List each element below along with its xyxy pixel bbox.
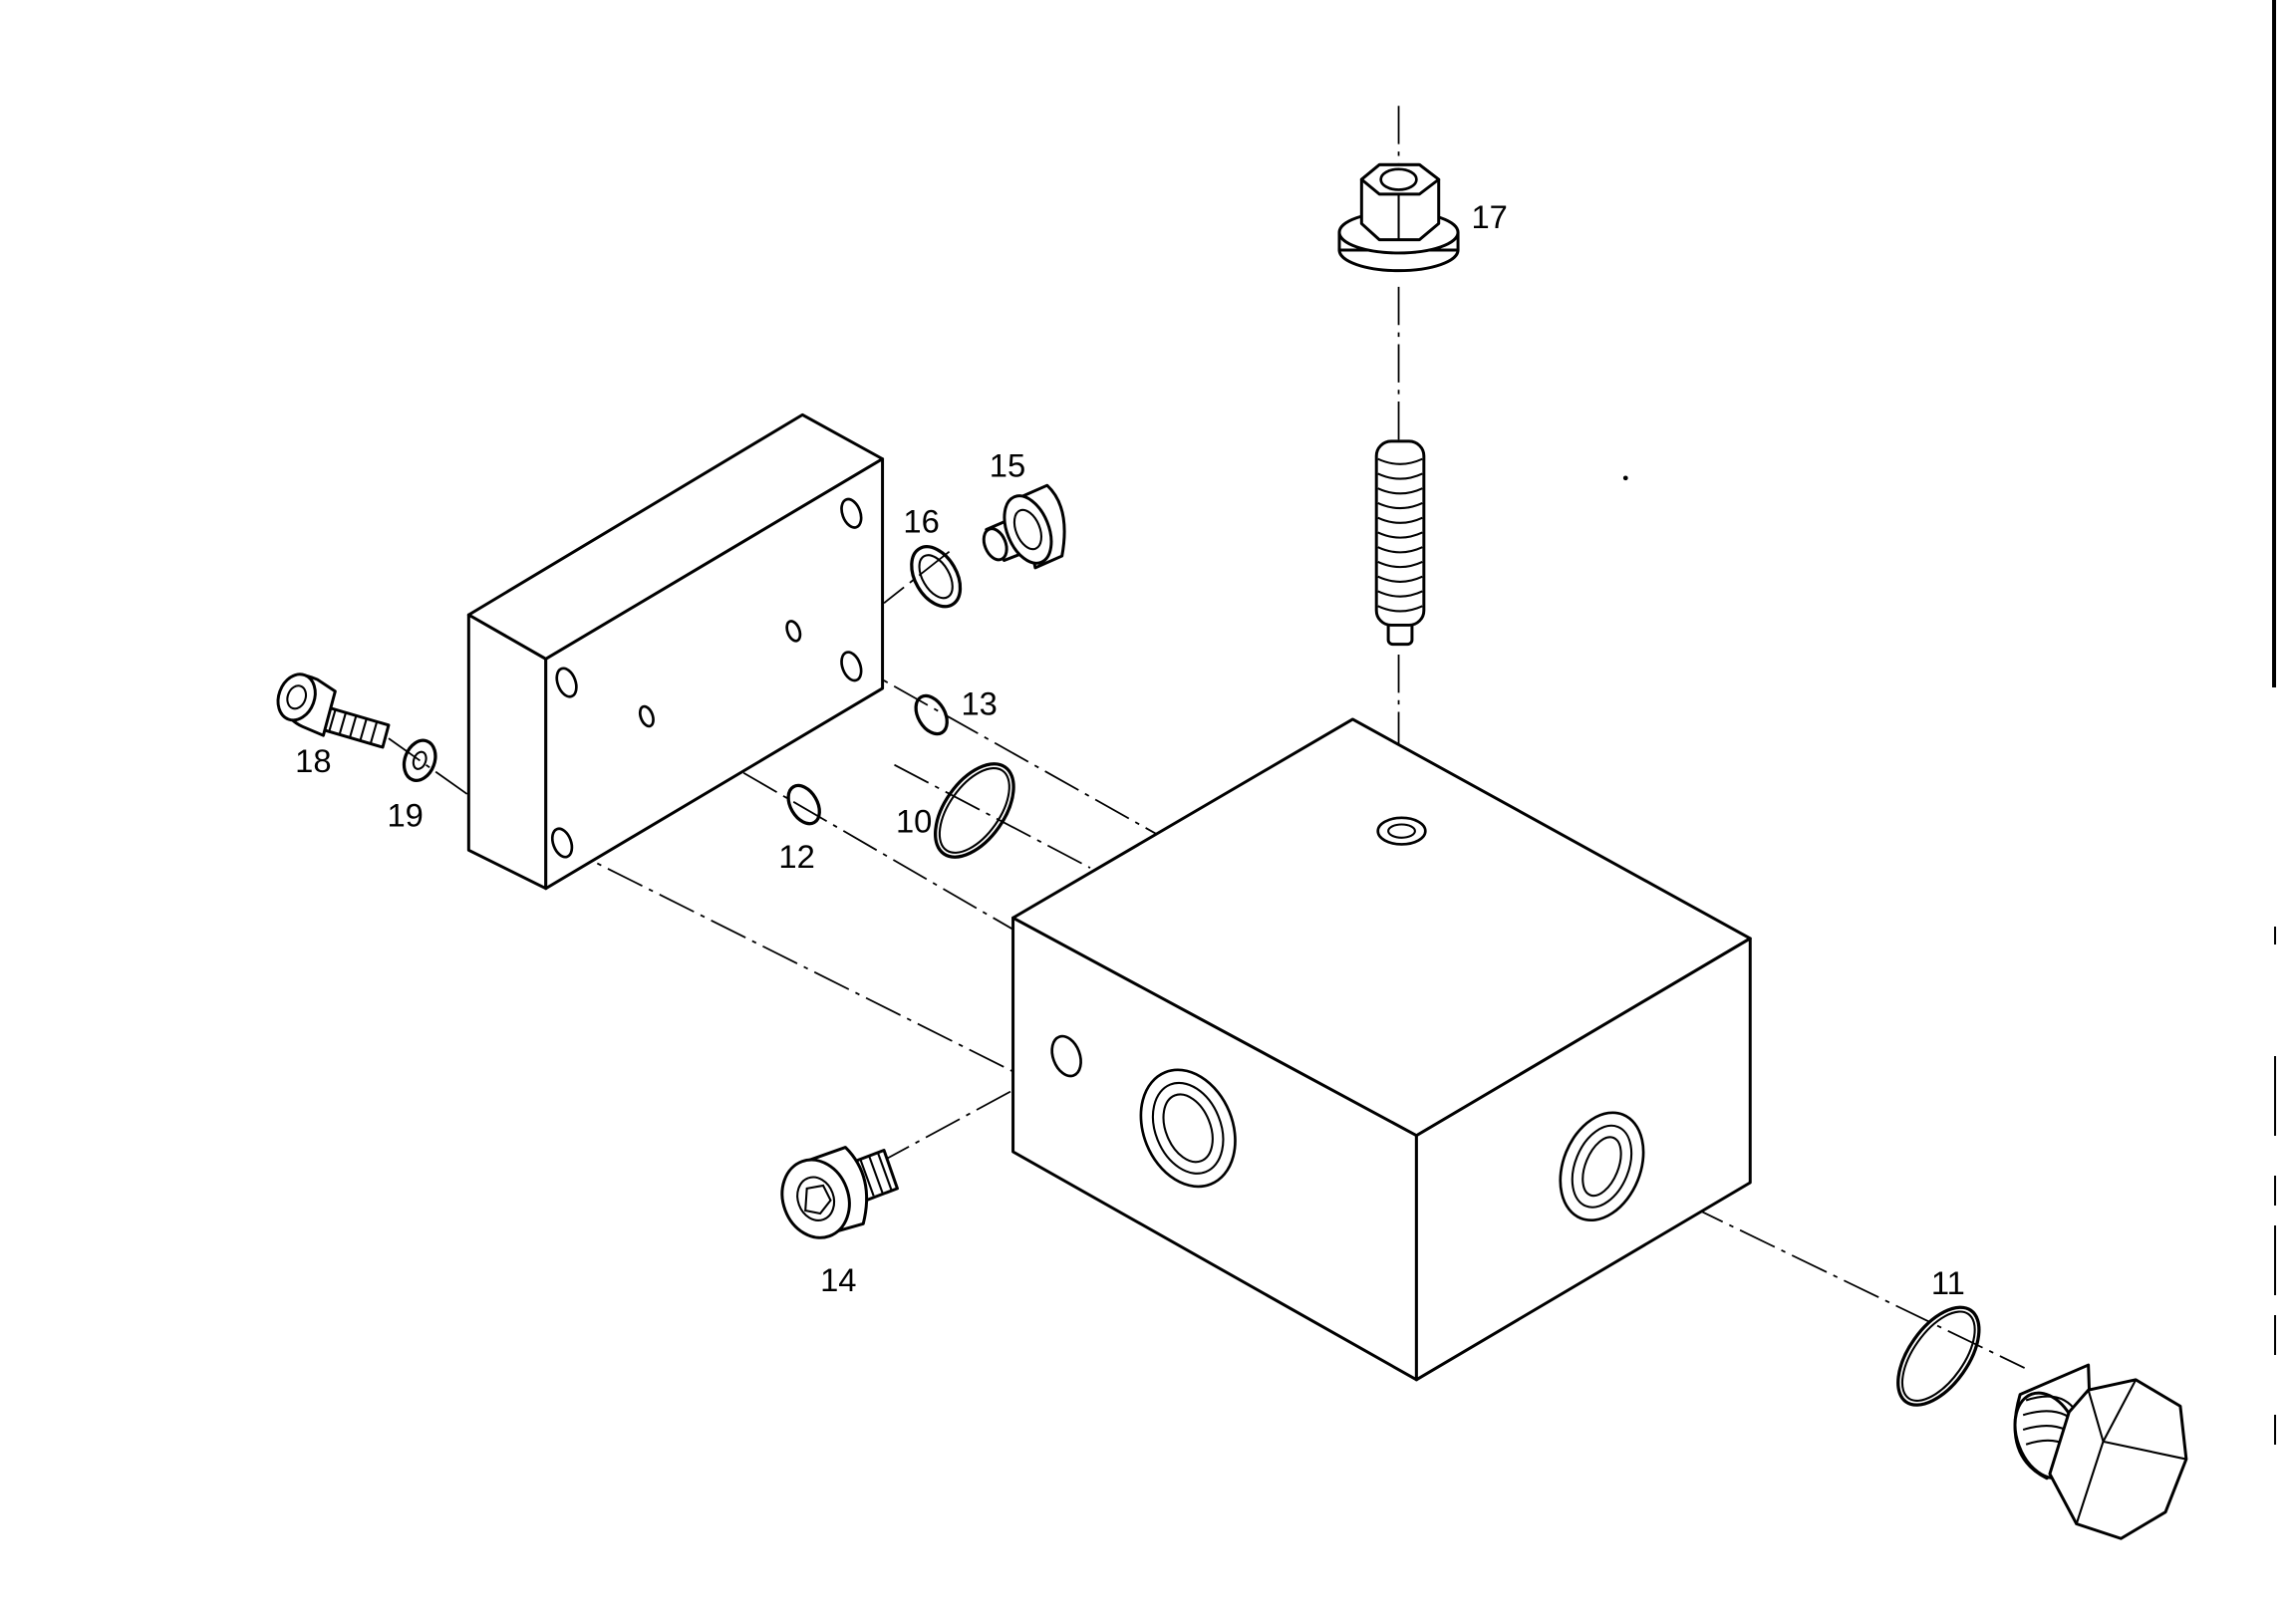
threaded-stud bbox=[1374, 439, 1426, 647]
front-threaded-port bbox=[1139, 1068, 1237, 1189]
callout-10: 10 bbox=[896, 803, 932, 840]
cover-plate bbox=[466, 412, 885, 891]
cap-screw-18 bbox=[276, 673, 391, 749]
callout-17: 17 bbox=[1471, 198, 1507, 235]
callout-18: 18 bbox=[295, 742, 331, 779]
page-edge-tick bbox=[2274, 1225, 2276, 1295]
page-edge-tick bbox=[2274, 1176, 2276, 1206]
stray-mark bbox=[1622, 475, 1628, 481]
top-port bbox=[1376, 816, 1427, 846]
seal-ring-11 bbox=[1896, 1305, 1981, 1407]
page-edge-tick bbox=[2274, 1415, 2276, 1445]
hex-plug bbox=[2013, 1363, 2188, 1540]
o-ring-10 bbox=[933, 762, 1015, 859]
o-ring-13 bbox=[914, 693, 949, 736]
callout-19: 19 bbox=[387, 797, 423, 834]
callout-15: 15 bbox=[990, 446, 1025, 483]
callout-13: 13 bbox=[961, 685, 997, 722]
o-ring-12 bbox=[786, 783, 821, 826]
manifold-block bbox=[1011, 717, 1752, 1382]
callout-labels: 17 15 16 13 18 19 10 12 14 11 bbox=[295, 198, 1965, 1301]
page-edge-tick bbox=[2274, 927, 2276, 944]
seal-ring-16 bbox=[910, 545, 963, 609]
flange-nut-17 bbox=[1337, 162, 1460, 273]
page-edge-rule bbox=[2272, 0, 2276, 687]
page-edge-tick bbox=[2274, 1056, 2276, 1136]
plug-14 bbox=[780, 1146, 899, 1239]
page-edge-tick bbox=[2274, 1315, 2276, 1355]
callout-14: 14 bbox=[820, 1261, 856, 1298]
callout-12: 12 bbox=[778, 838, 814, 875]
front-small-port bbox=[1050, 1034, 1082, 1078]
washer-19 bbox=[402, 738, 437, 782]
callout-11: 11 bbox=[1931, 1264, 1965, 1301]
plug-15 bbox=[982, 483, 1066, 570]
callout-16: 16 bbox=[903, 503, 939, 540]
side-threaded-port bbox=[1559, 1111, 1645, 1222]
